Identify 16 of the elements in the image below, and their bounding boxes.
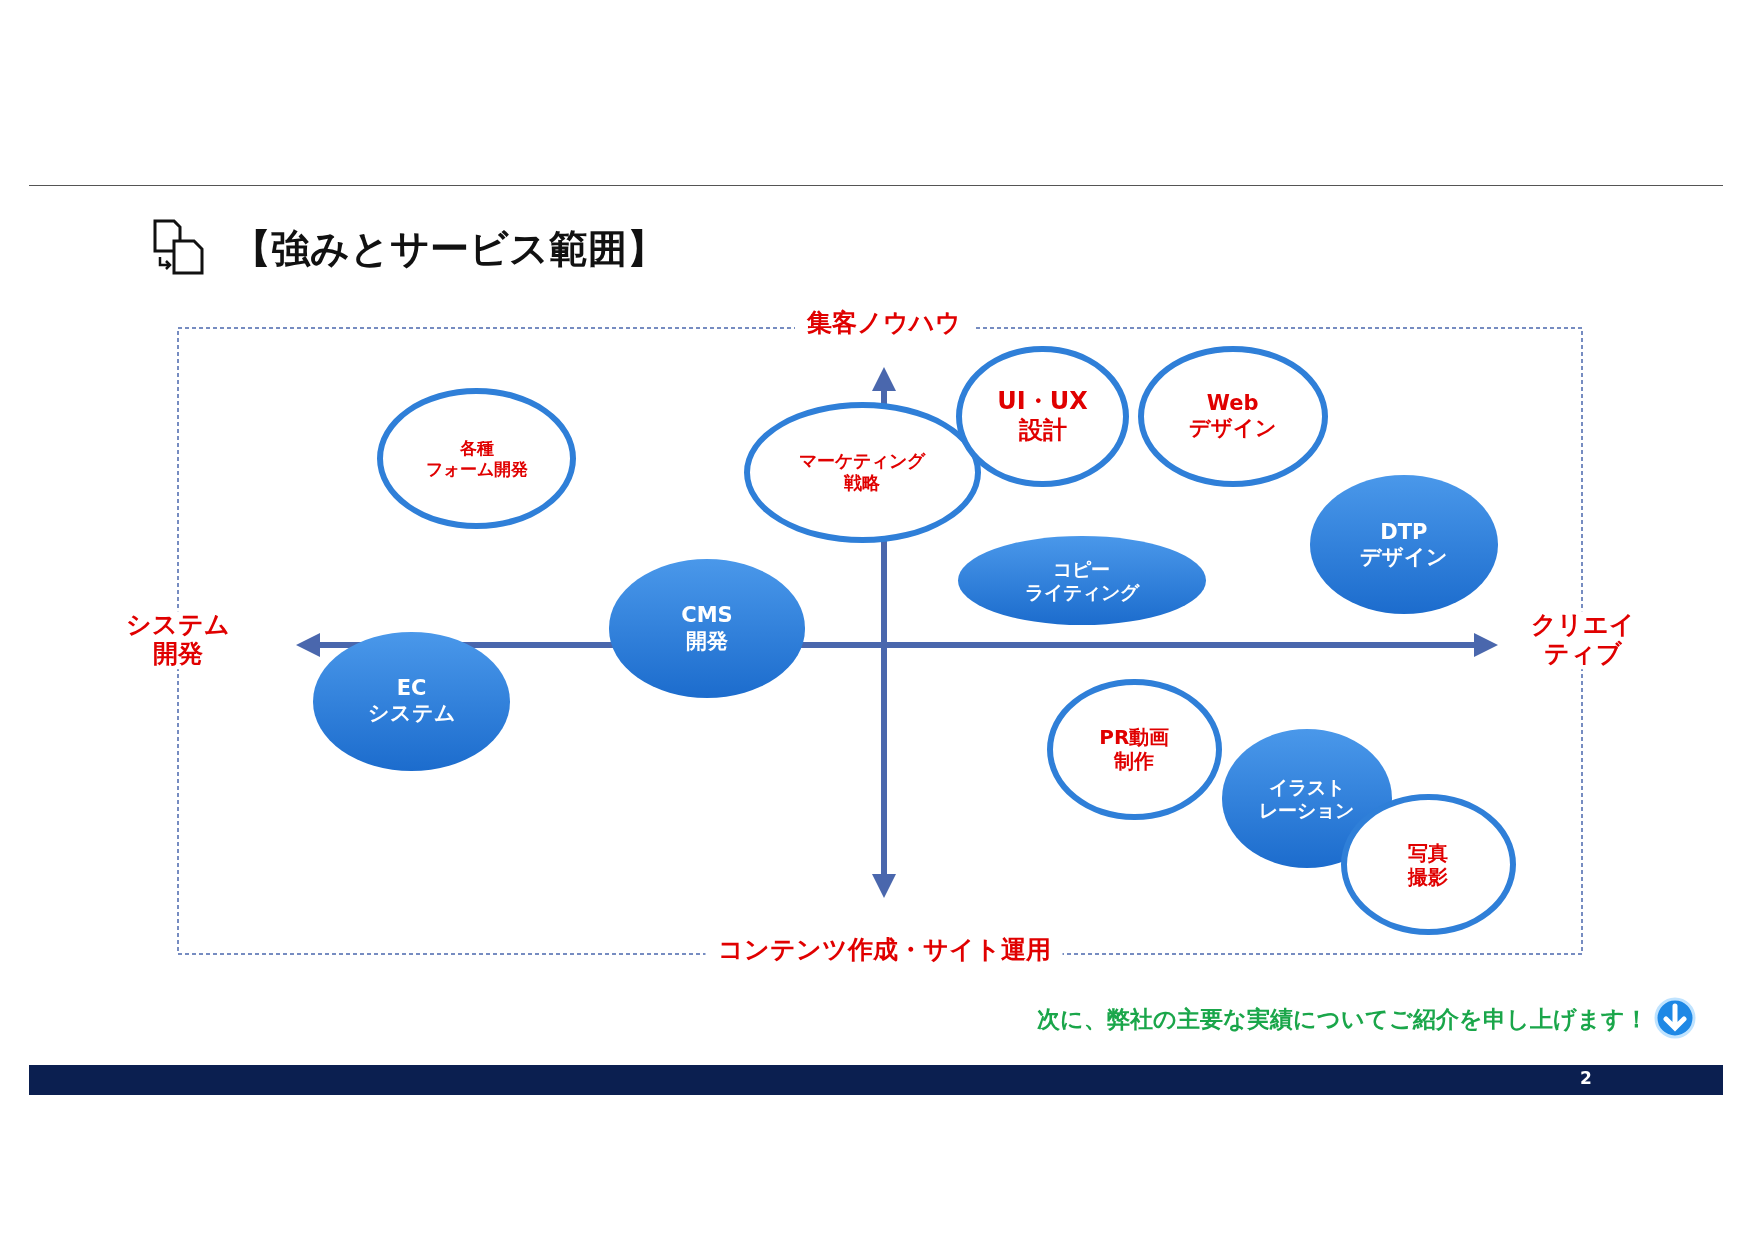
slide-title: 【強みとサービス範囲】 xyxy=(232,225,666,273)
service-name: マーケティング戦略 xyxy=(799,450,926,494)
service-name: CMS開発 xyxy=(681,603,733,654)
page-number: 2 xyxy=(1580,1068,1592,1088)
service-name: 写真撮影 xyxy=(1408,840,1449,889)
axis-label: 集客ノウハウ xyxy=(795,308,973,338)
service-name: ECシステム xyxy=(367,676,456,727)
service-name: PR動画制作 xyxy=(1099,725,1170,774)
service-name: DTPデザイン xyxy=(1359,519,1448,570)
service-name: Webデザイン xyxy=(1188,390,1277,442)
service-name: イラストレーション xyxy=(1259,775,1355,822)
service-name: UI・UX設計 xyxy=(997,387,1088,445)
service-name: コピーライティング xyxy=(1024,557,1139,604)
axis-label: コンテンツ作成・サイト運用 xyxy=(705,935,1063,965)
closing-note: 次に、弊社の主要な実績についてご紹介を申し上げます！ xyxy=(1037,1005,1648,1034)
service-name: 各種フォーム開発 xyxy=(425,438,528,479)
